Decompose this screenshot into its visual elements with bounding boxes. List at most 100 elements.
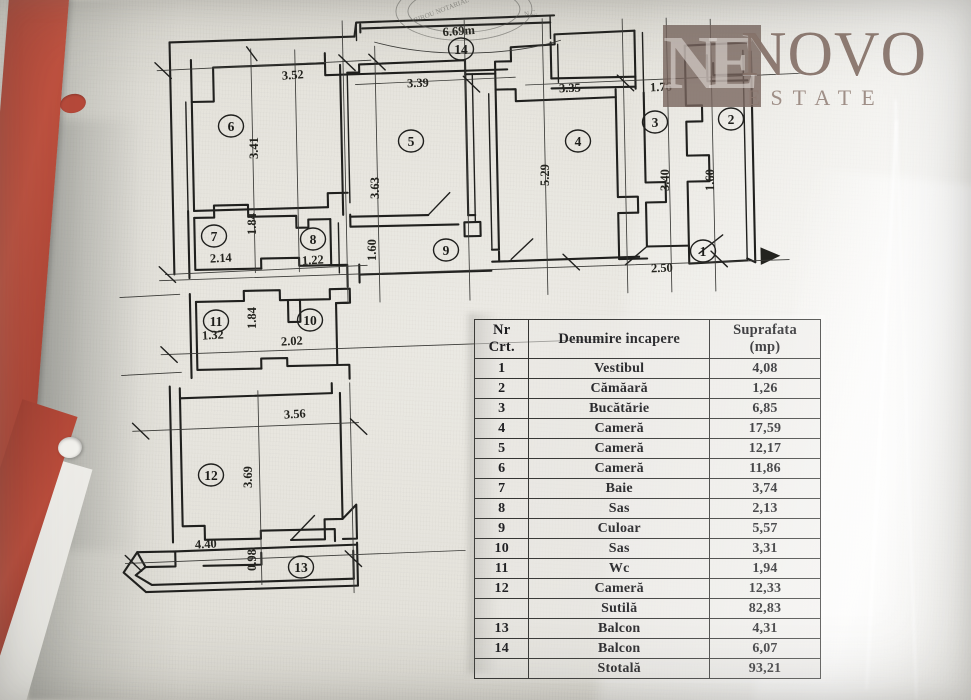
row-area: 12,17 (708, 438, 822, 459)
row-nr: 2 (473, 378, 530, 399)
dimension-label: 3.41 (247, 137, 261, 159)
row-name: Balcon (528, 618, 710, 639)
header-area: Suprafata (mp) (708, 319, 822, 359)
header-nr-line1: Nr (493, 322, 511, 338)
room-marker-label: 8 (310, 232, 317, 247)
room-marker-label: 12 (204, 468, 218, 483)
dimension-label: 1.84 (245, 306, 259, 329)
row-nr: 9 (473, 518, 530, 539)
dimension-label: 1.32 (202, 327, 225, 342)
row-name: Balcon (528, 638, 710, 659)
room-marker-circle (564, 129, 592, 153)
row-area: 1,26 (708, 378, 822, 399)
svg-text:BIROU NOTARIAL: BIROU NOTARIAL (413, 0, 471, 25)
row-name: Bucătărie (528, 398, 710, 419)
room-marker-circle (202, 309, 230, 333)
room-marker-circle (717, 107, 745, 131)
row-area: 3,74 (708, 478, 822, 499)
room-marker-14: 14 (447, 37, 475, 61)
room-marker-4: 4 (564, 129, 592, 153)
row-area: 6,85 (708, 398, 822, 419)
dimension-label: 3.69 (241, 466, 255, 488)
row-nr: 1 (473, 358, 530, 379)
room-marker-label: 14 (454, 42, 468, 57)
row-area: 2,13 (708, 498, 822, 519)
dimension-label: 1.22 (302, 252, 325, 267)
dimension-label: 1.60 (365, 239, 379, 261)
dimension-label: 2.14 (210, 250, 233, 265)
room-marker-10: 10 (296, 308, 324, 332)
room-marker-12: 12 (197, 463, 225, 487)
room-marker-8: 8 (299, 227, 327, 251)
room-marker-circle (287, 555, 315, 579)
row-area: 3,31 (708, 538, 822, 559)
room-marker-5: 5 (397, 129, 425, 153)
row-name: Vestibul (528, 358, 710, 379)
dimension-label: 1.60 (703, 169, 717, 191)
row-nr: 11 (473, 558, 530, 579)
room-marker-7: 7 (200, 224, 228, 248)
entrance-arrow (760, 247, 781, 265)
row-nr: 12 (473, 578, 530, 599)
row-area: 4,08 (708, 358, 822, 379)
dimension-label: 2.50 (651, 261, 673, 276)
room-marker-circle (397, 129, 425, 153)
row-area: 6,07 (708, 638, 822, 659)
row-nr: 14 (473, 638, 530, 659)
row-nr: 6 (473, 458, 530, 479)
room-marker-circle (432, 238, 460, 262)
room-marker-circle (200, 224, 228, 248)
row-name: Sas (528, 498, 710, 519)
room-marker-circle (217, 114, 245, 138)
header-area-line1: Suprafata (733, 322, 797, 338)
row-area: 82,83 (708, 598, 822, 619)
row-name: Sutilă (528, 598, 710, 619)
dimension-label: 1.84 (245, 212, 259, 235)
table-header-row: Nr Crt. Denumire incapere Suprafata (mp) (473, 319, 822, 359)
row-name: Cameră (528, 418, 710, 439)
room-marker-label: 2 (728, 112, 735, 127)
dimension-label: 3.35 (559, 81, 581, 96)
room-marker-label: 11 (210, 314, 223, 329)
row-name: Wc (528, 558, 710, 579)
row-nr: 8 (473, 498, 530, 519)
row-nr: 4 (473, 418, 530, 439)
header-nr-line2: Crt. (488, 339, 515, 355)
room-marker-label: 1 (700, 244, 707, 259)
room-marker-13: 13 (287, 555, 315, 579)
room-marker-3: 3 (641, 110, 669, 134)
row-name: Cămăară (528, 378, 710, 399)
row-nr: 13 (473, 618, 530, 639)
room-marker-11: 11 (202, 309, 230, 333)
room-marker-circle (641, 110, 669, 134)
room-marker-circle (296, 308, 324, 332)
room-marker-label: 10 (303, 313, 317, 328)
row-name: Cameră (528, 578, 710, 599)
dimension-label: 1.76 (650, 80, 672, 95)
room-marker-label: 13 (294, 560, 308, 575)
row-name: Baie (528, 478, 710, 499)
dimension-label: 4.40 (195, 536, 218, 551)
row-area: 4,31 (708, 618, 822, 639)
room-marker-9: 9 (432, 238, 460, 262)
room-marker-label: 6 (228, 119, 235, 134)
room-marker-label: 7 (211, 229, 218, 244)
room-marker-circle (299, 227, 327, 251)
room-marker-circle (689, 239, 717, 263)
row-area: 11,86 (708, 458, 822, 479)
row-nr: 10 (473, 538, 530, 559)
room-marker-6: 6 (217, 114, 245, 138)
dimension-label: 3.63 (368, 177, 382, 199)
